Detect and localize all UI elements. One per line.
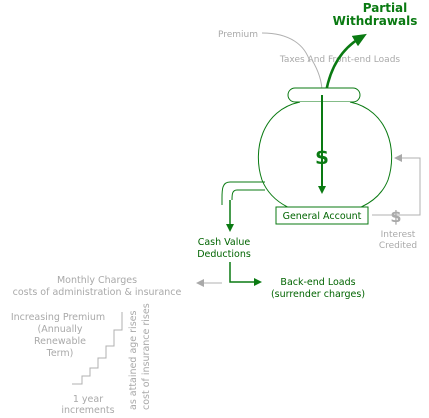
increasing-premium-label: Increasing Premium: [11, 312, 105, 323]
monthly-charges-label: Monthly Charges: [57, 275, 137, 286]
jar-lip: [287, 87, 361, 103]
general-account-box: [275, 206, 369, 225]
backend-loads-arrow: [229, 262, 262, 286]
interest-label-line2: Credited: [379, 241, 417, 251]
interest-label: Interest: [381, 230, 416, 240]
monthly-charges-detail: costs of administration & insurance: [13, 287, 182, 298]
general-account-label: General Account: [283, 211, 362, 222]
year-increments-label-line2: increments: [61, 405, 114, 416]
partial-withdrawals-title: Partial: [363, 1, 408, 15]
outflow-spout-inner: [231, 189, 265, 201]
backend-loads-detail: (surrender charges): [271, 289, 365, 300]
outflow-spout: [221, 181, 265, 205]
partial-withdrawals-title-line2: Withdrawals: [333, 14, 418, 28]
cash-value-label: Cash Value: [198, 237, 251, 248]
backend-loads-label: Back-end Loads: [280, 277, 355, 288]
premium-staircase: [72, 312, 123, 385]
interest-dollar-icon: $: [390, 207, 401, 226]
cash-value-label-line2: Deductions: [197, 249, 251, 260]
attained-age-label: as attained age rises: [128, 311, 139, 410]
year-increments-label: 1 year: [73, 394, 103, 405]
partial-withdrawals-arrow: [324, 33, 367, 93]
increasing-premium-line2: (Annually: [38, 324, 83, 335]
taxes-loads-label: Taxes And Front-end Loads: [279, 55, 401, 65]
premium-flow-line: [261, 32, 311, 63]
increasing-premium-line4: Term): [46, 348, 74, 359]
increasing-premium-line3: Renewable: [34, 336, 86, 347]
cost-insurance-label: cost of insurance rises: [141, 303, 152, 410]
premium-label: Premium: [218, 30, 258, 40]
dollar-sign-icon: $: [315, 145, 329, 169]
interest-loop-arrow: [372, 154, 421, 216]
